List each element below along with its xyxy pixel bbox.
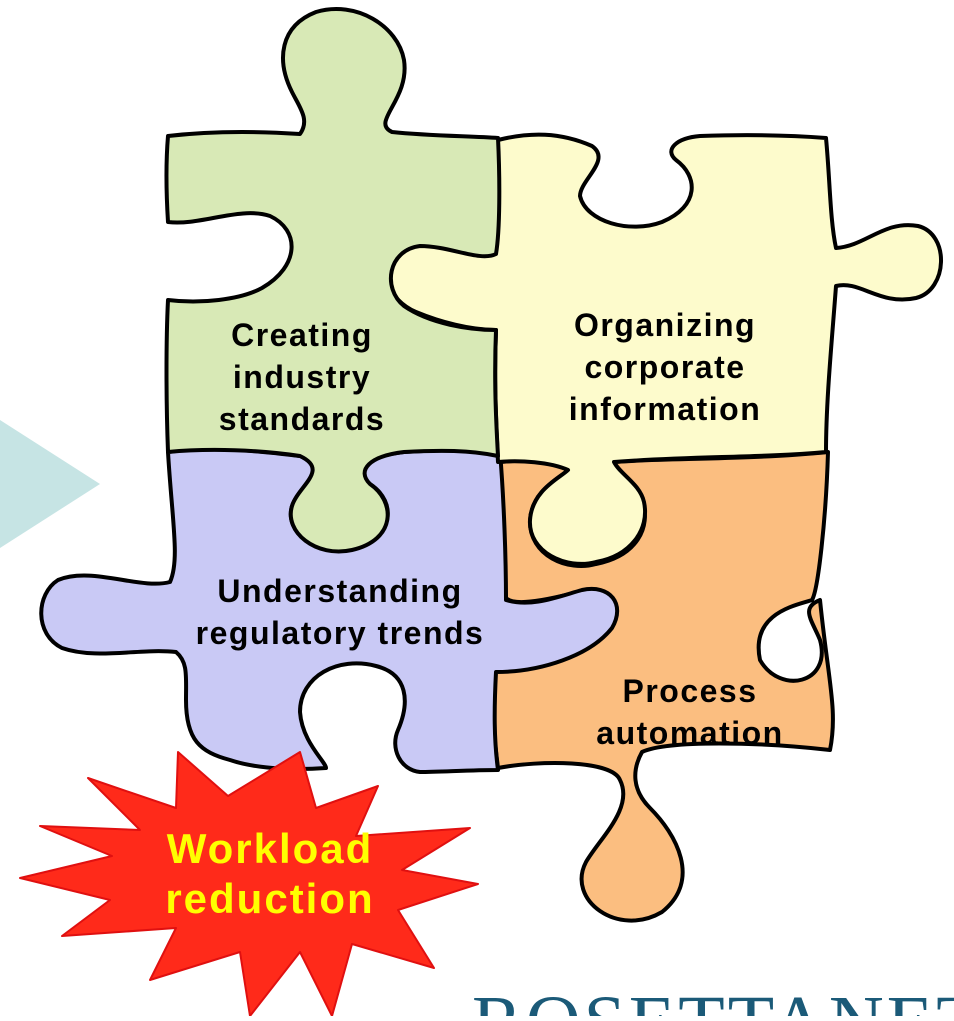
label-understanding-line-2: regulatory trends [195,615,485,651]
starburst-shape [19,751,479,1017]
label-understanding-regulatory-trends: Understanding regulatory trends [150,570,530,654]
label-workload-reduction: Workload reduction [120,824,420,924]
label-creating-line-2: industry [232,359,372,395]
label-organizing-line-1: Organizing [573,307,757,343]
rosettanet-logo-text: ROSETTANET [472,981,954,1016]
label-understanding-line-1: Understanding [217,573,463,609]
label-organizing-line-2: corporate [584,349,746,385]
label-creating-line-1: Creating [231,317,373,353]
puzzle-piece-creating-industry-standards [164,7,502,554]
rosettanet-logo-graphic: ROSETTANET [472,981,954,1016]
rosettanet-logo: ROSETTANET [468,968,954,1016]
label-organizing-corporate-information: Organizing corporate information [520,304,810,430]
label-organizing-line-3: information [568,391,762,427]
label-process-line-2: automation [596,715,784,751]
label-creating-line-3: standards [218,401,386,437]
arrow-right-icon [0,420,100,548]
label-creating-industry-standards: Creating industry standards [196,314,408,440]
label-process-automation: Process automation [560,670,820,754]
label-workload-line-2: reduction [165,875,375,922]
label-workload-line-1: Workload [166,825,374,872]
label-process-line-1: Process [622,673,758,709]
